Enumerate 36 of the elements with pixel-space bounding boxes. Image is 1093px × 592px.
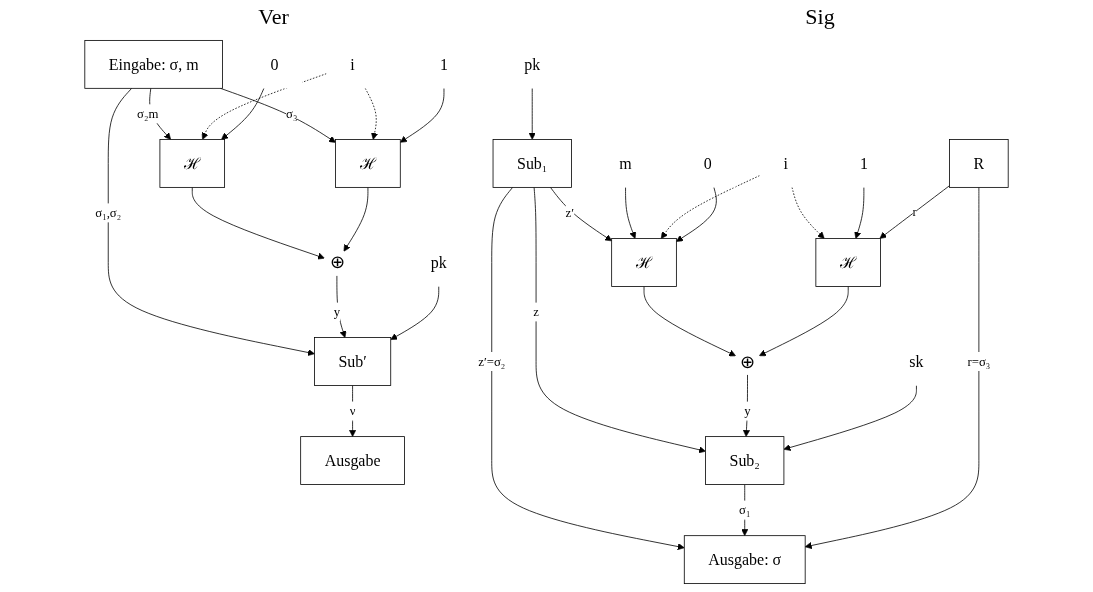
edge-label: σ₁,σ₂: [95, 205, 122, 220]
node-box: R: [949, 139, 1009, 188]
node-text: i: [350, 55, 355, 74]
edge-label: σ₃: [286, 106, 298, 121]
node-box: ℋ: [335, 139, 401, 188]
edge-label: r: [912, 204, 917, 219]
node-box: Sub₂: [705, 436, 785, 485]
edge-label: z: [533, 304, 539, 319]
node-box: Ausgabe: σ: [683, 535, 806, 584]
node-box: Sub₁: [492, 139, 572, 188]
edge-label: r=σ₃: [967, 354, 991, 368]
node-text: m: [619, 154, 632, 173]
node-text: ⊕: [329, 252, 345, 273]
node-text: pk: [430, 253, 447, 272]
edge-label: z′: [565, 205, 575, 220]
node-text: 1: [859, 154, 868, 173]
node-box: ℋ: [611, 238, 677, 287]
diagram-heading: Ver: [258, 4, 289, 30]
diagram-heading: Sig: [805, 4, 835, 30]
node-box: Eingabe: σ, m: [84, 40, 223, 89]
node-text: pk: [524, 55, 541, 74]
node-text: i: [783, 154, 788, 173]
node-text: 1: [439, 55, 448, 74]
node-text: ⊕: [740, 351, 755, 372]
node-text: sk: [909, 352, 924, 371]
edge-label: σ₂m: [137, 106, 159, 121]
edge-label: σ₁: [739, 502, 751, 517]
edge-label: y: [333, 304, 341, 319]
node-box: Sub′: [314, 337, 392, 386]
edge-label: z′=σ₂: [478, 354, 506, 368]
edge-label: ν: [349, 403, 356, 418]
node-box: ℋ: [159, 139, 225, 188]
node-text: 0: [703, 154, 712, 173]
node-box: ℋ: [815, 238, 881, 287]
node-box: Ausgabe: [300, 436, 405, 485]
edge-label: y: [744, 403, 751, 418]
